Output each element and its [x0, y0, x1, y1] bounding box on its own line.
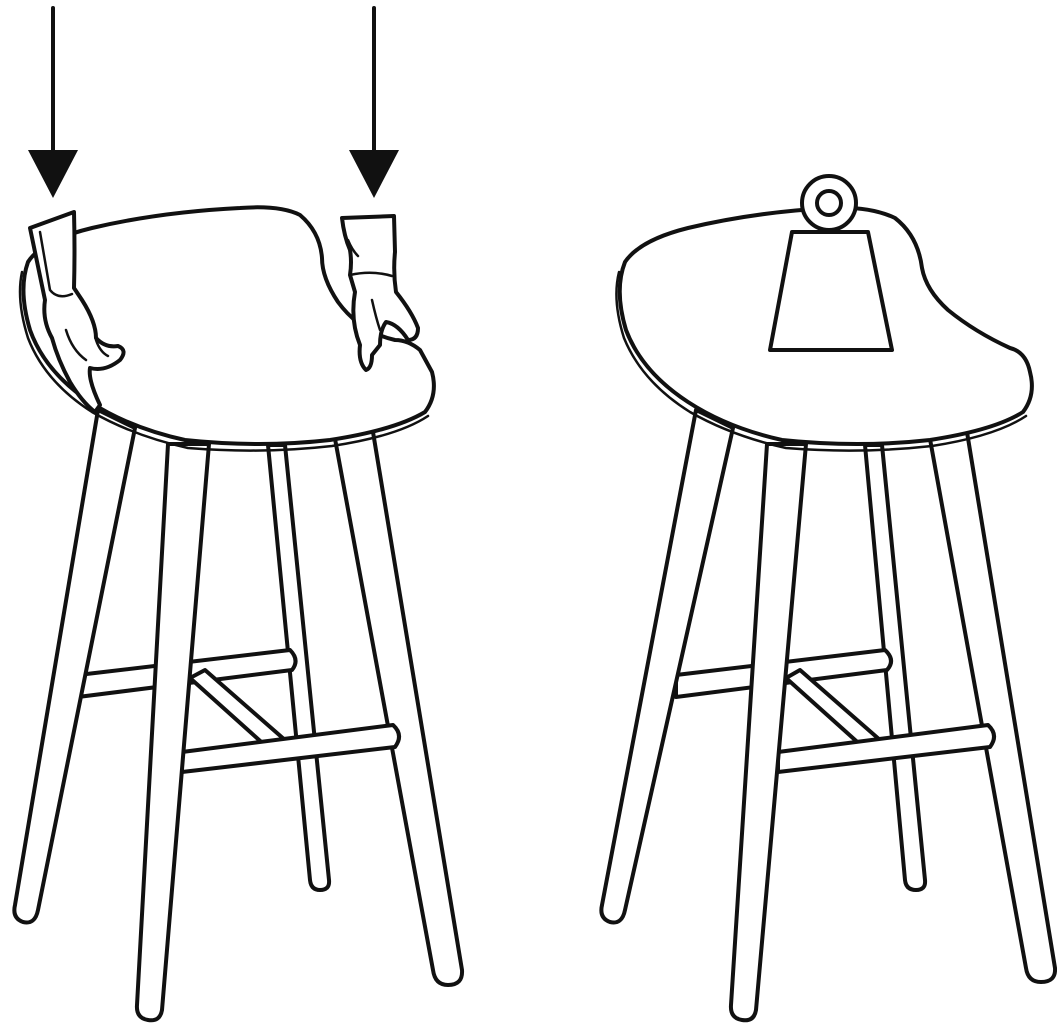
down-arrow-icon — [349, 8, 399, 198]
bar-stool-icon — [14, 410, 462, 1020]
weight-icon — [770, 176, 892, 350]
weight-test-panel — [601, 176, 1055, 1020]
down-arrow-icon — [28, 8, 78, 198]
bar-stool-icon — [601, 410, 1055, 1020]
press-test-panel — [14, 8, 462, 1020]
